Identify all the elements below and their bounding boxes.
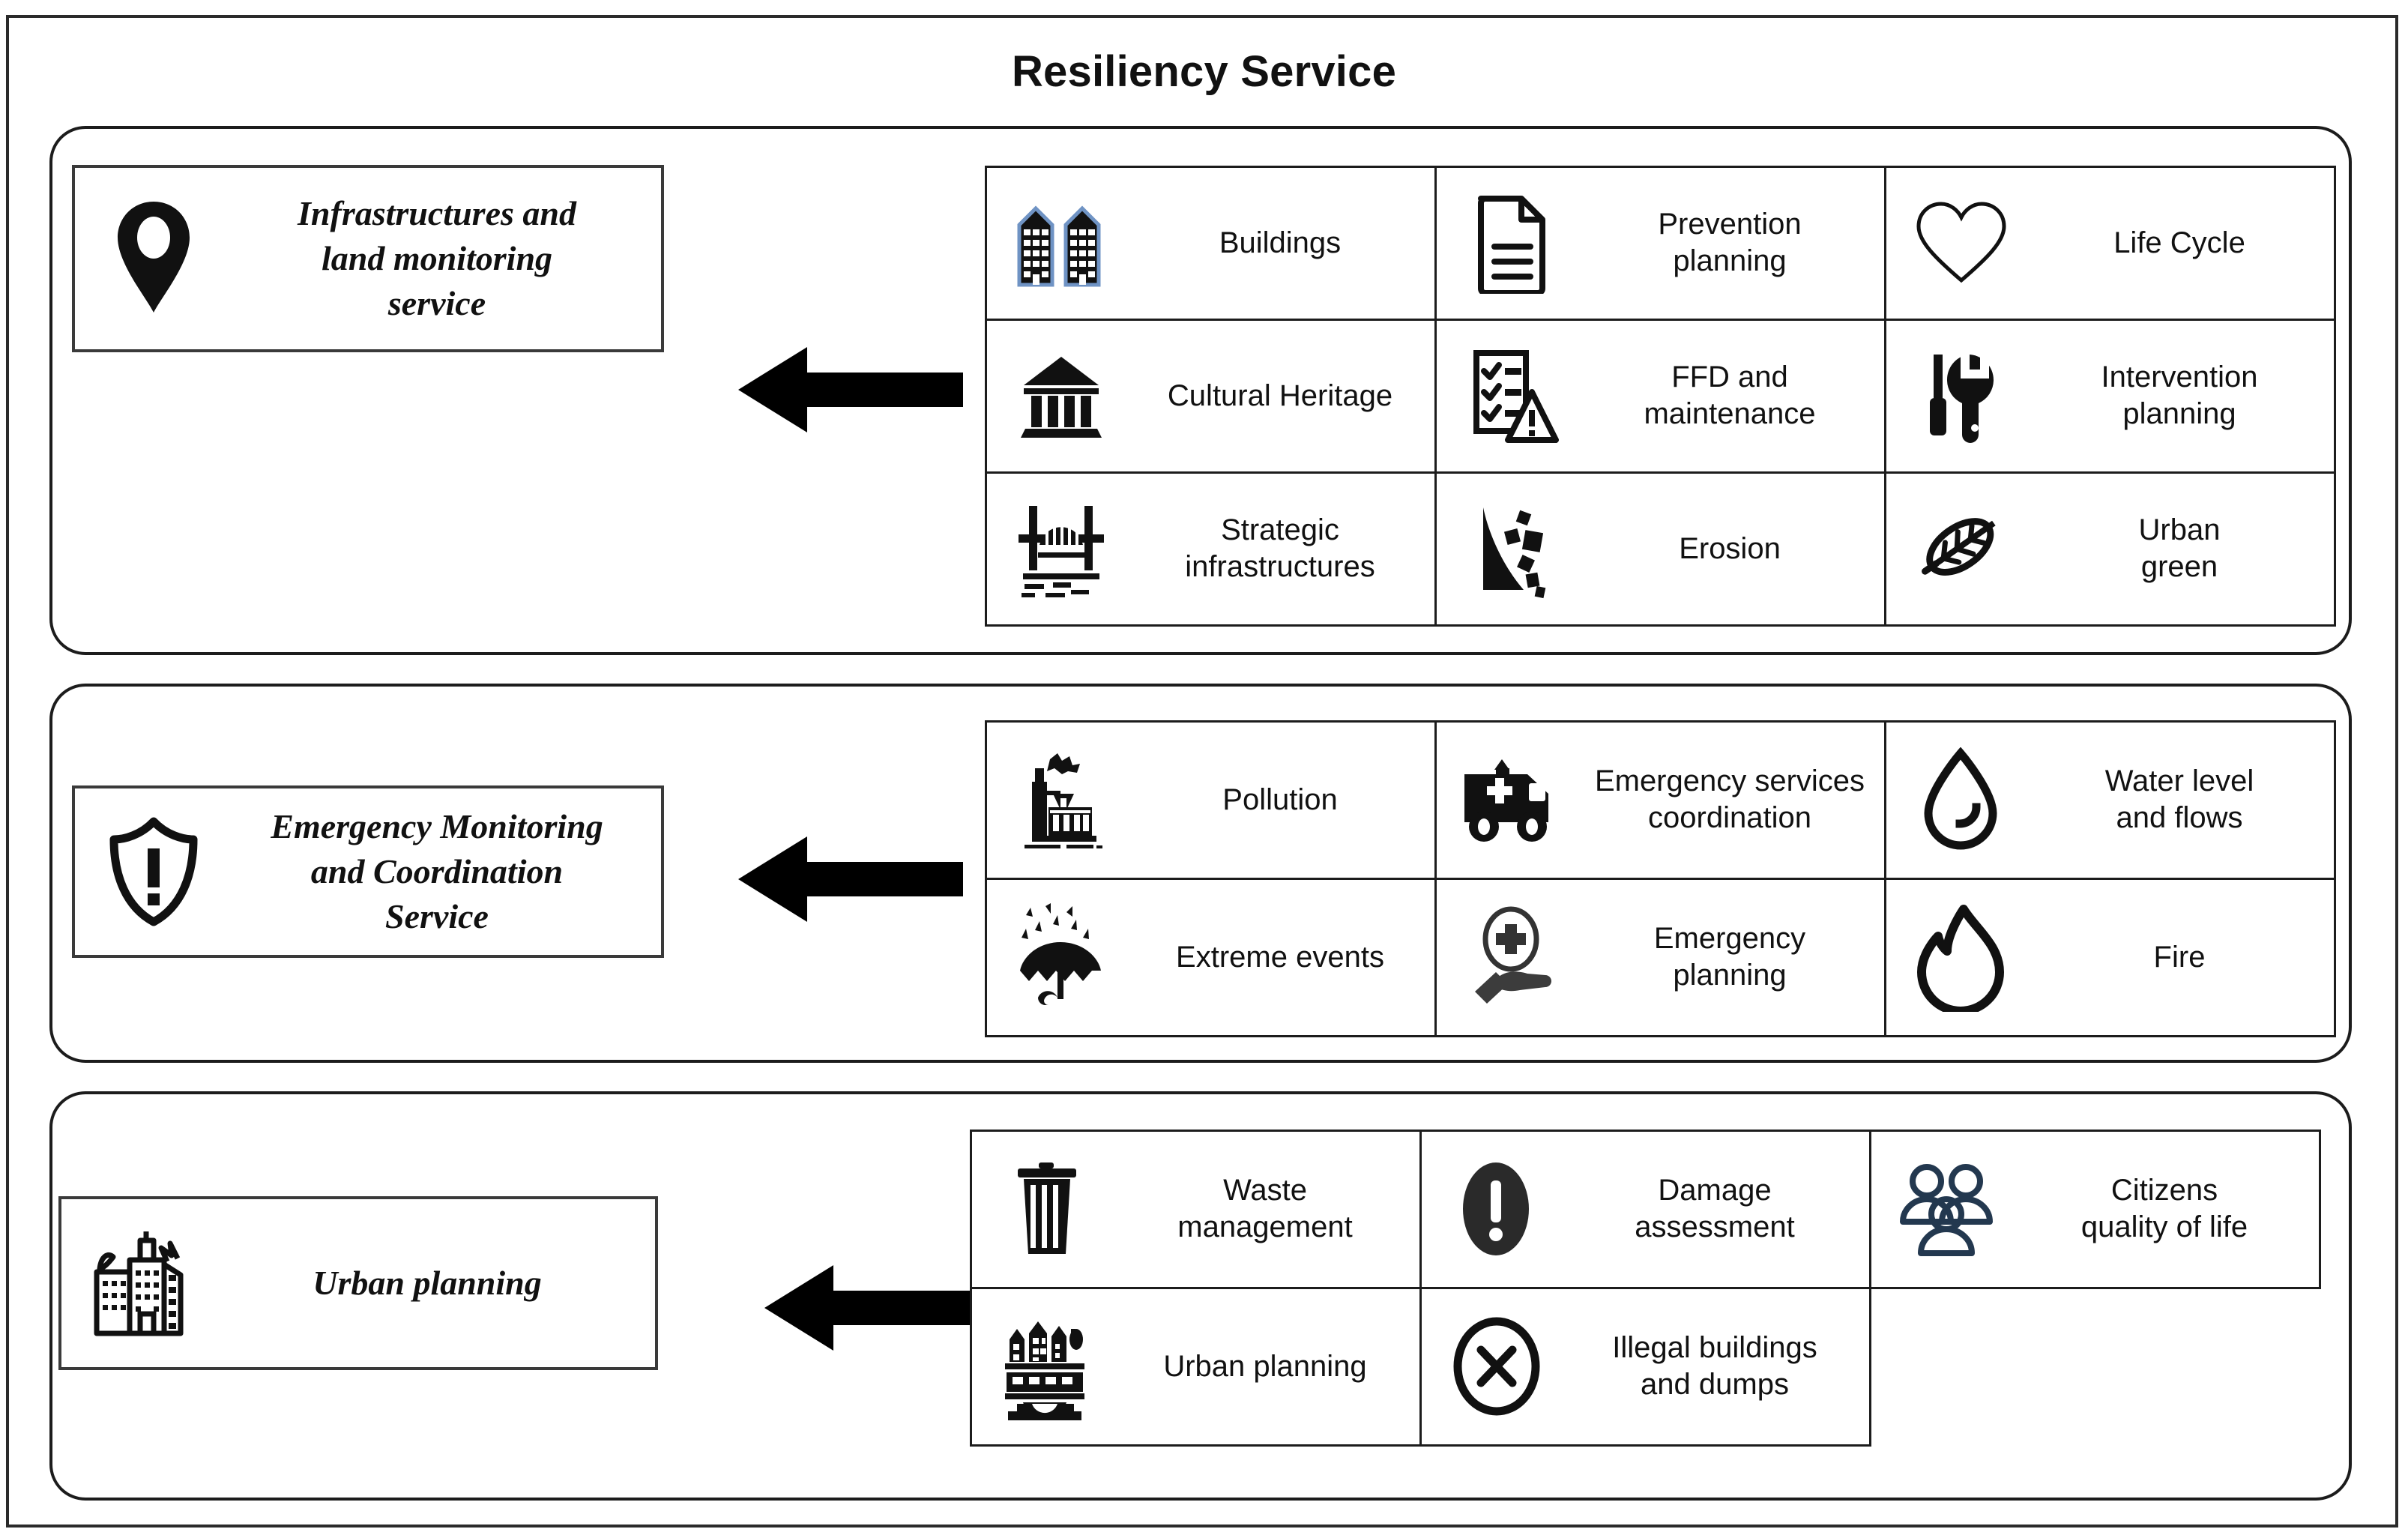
bridge-icon [987, 498, 1137, 600]
buildings-icon [987, 196, 1137, 290]
document-lines-icon [1437, 193, 1587, 294]
factory-pollution-icon [987, 747, 1137, 852]
grid-cell-extreme-events[interactable]: Extreme events [984, 877, 1437, 1037]
grid-cell-label: Urban planning [1163, 1349, 1367, 1383]
hand-plus-circle-icon [1437, 903, 1587, 1012]
grid-cell-label: Fire [2153, 940, 2206, 974]
grid-cell-pollution[interactable]: Pollution [984, 720, 1437, 880]
screwdriver-wrench-icon [1886, 346, 2036, 447]
service-label-urban-planning: Urban planning [313, 1264, 542, 1303]
city-skyline-icon [61, 1227, 219, 1339]
grid-cell-life-cycle[interactable]: Life Cycle [1883, 165, 2336, 321]
page-title: Resiliency Service [1011, 47, 1397, 96]
left-arrow-icon [738, 341, 963, 438]
location-pin-icon [75, 199, 232, 319]
trash-bin-icon [972, 1156, 1122, 1261]
grid-cell-cultural-heritage[interactable]: Cultural Heritage [984, 318, 1437, 474]
grid-cell-fire[interactable]: Fire [1883, 877, 2336, 1037]
left-arrow-icon [764, 1259, 989, 1357]
three-people-icon [1871, 1160, 2021, 1258]
city-gear-icon [972, 1312, 1122, 1421]
flame-icon [1886, 903, 2036, 1012]
grid-cell-label: Pollution [1222, 782, 1338, 816]
grid-cell-erosion[interactable]: Erosion [1434, 471, 1886, 627]
shield-exclamation-icon [75, 815, 232, 928]
grid-cell-empty [1869, 1287, 2321, 1447]
outer-frame [6, 15, 2398, 1528]
items-grid-emergency: Pollution [984, 720, 2336, 1037]
left-arrow-icon [738, 830, 963, 928]
service-box-urban-planning[interactable]: Urban planning [58, 1196, 658, 1370]
ambulance-icon [1437, 753, 1587, 847]
water-drop-icon [1886, 747, 2036, 852]
checklist-warning-icon [1437, 346, 1587, 447]
classical-temple-icon [987, 349, 1137, 443]
grid-cell-urban-planning-item[interactable]: Urban planning [969, 1286, 1422, 1447]
grid-cell-label: Extreme events [1176, 940, 1384, 974]
grid-cell-buildings[interactable]: Buildings [984, 165, 1437, 321]
leaf-icon [1886, 500, 2036, 597]
exclamation-oval-filled-icon [1422, 1156, 1572, 1261]
grid-cell-label: Life Cycle [2113, 226, 2245, 259]
grid-cell-label: Buildings [1219, 226, 1342, 259]
umbrella-rain-icon [987, 902, 1137, 1012]
grid-cell-label: Cultural Heritage [1167, 379, 1393, 412]
heart-outline-icon [1886, 198, 2036, 288]
grid-cell-label: Erosion [1679, 531, 1781, 565]
circle-x-icon [1422, 1314, 1572, 1419]
landslide-erosion-icon [1437, 498, 1587, 600]
